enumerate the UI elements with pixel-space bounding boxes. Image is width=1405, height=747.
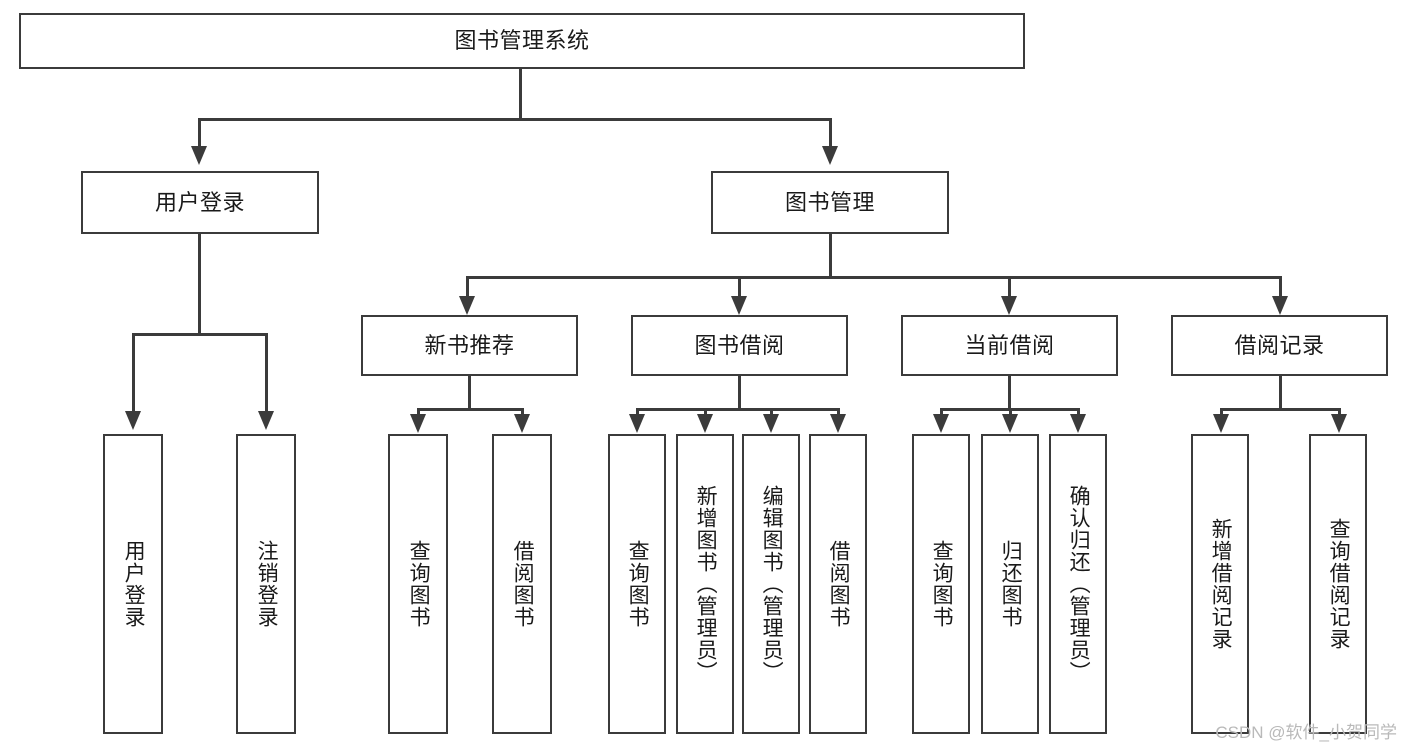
node-leaf-query-book-1-label: 查询图书 bbox=[407, 540, 431, 628]
node-leaf-add-book-label: 新增图书（管理员） bbox=[694, 485, 718, 683]
node-borrow-record-label: 借阅记录 bbox=[1234, 332, 1325, 358]
edge-borrow-trunk bbox=[738, 375, 741, 410]
arrow-user-login-to-leaf1 bbox=[125, 411, 141, 430]
node-root-label: 图书管理系统 bbox=[454, 28, 590, 54]
arrow-book-mgmt-to-current bbox=[1001, 296, 1017, 315]
node-leaf-logout[interactable]: 注销登录 bbox=[236, 434, 296, 734]
arrow-current-to-leaf3 bbox=[1070, 414, 1086, 433]
node-leaf-confirm-return-label: 确认归还（管理员） bbox=[1067, 485, 1091, 683]
edge-root-to-user-login bbox=[198, 118, 201, 146]
node-leaf-query-book-1[interactable]: 查询图书 bbox=[388, 434, 448, 734]
edge-book-mgmt-to-new-book bbox=[466, 276, 469, 298]
arrow-current-to-leaf2 bbox=[1002, 414, 1018, 433]
node-current-borrow-label: 当前借阅 bbox=[964, 332, 1055, 358]
node-leaf-confirm-return[interactable]: 确认归还（管理员） bbox=[1049, 434, 1107, 734]
node-leaf-query-book-3-label: 查询图书 bbox=[930, 540, 954, 628]
arrow-book-mgmt-to-new-book bbox=[459, 296, 475, 315]
arrow-book-mgmt-to-record bbox=[1272, 296, 1288, 315]
arrow-borrow-to-leaf3 bbox=[763, 414, 779, 433]
arrow-current-to-leaf1 bbox=[933, 414, 949, 433]
edge-book-mgmt-to-borrow bbox=[738, 276, 741, 298]
node-leaf-edit-book[interactable]: 编辑图书（管理员） bbox=[742, 434, 800, 734]
node-leaf-return-book-label: 归还图书 bbox=[999, 540, 1023, 628]
arrow-root-to-user-login bbox=[191, 146, 207, 165]
node-root[interactable]: 图书管理系统 bbox=[19, 13, 1025, 69]
edge-new-book-trunk bbox=[468, 375, 471, 410]
edge-current-to-leaf1 bbox=[940, 408, 943, 418]
edge-current-to-leaf2 bbox=[1009, 408, 1012, 418]
node-leaf-query-book-3[interactable]: 查询图书 bbox=[912, 434, 970, 734]
edge-book-mgmt-trunk bbox=[829, 233, 832, 278]
edge-root-to-book-mgmt bbox=[829, 118, 832, 146]
arrow-record-to-leaf2 bbox=[1331, 414, 1347, 433]
edge-current-to-leaf3 bbox=[1077, 408, 1080, 418]
node-leaf-borrow-book-2-label: 借阅图书 bbox=[827, 540, 851, 628]
node-leaf-return-book[interactable]: 归还图书 bbox=[981, 434, 1039, 734]
arrow-new-book-to-leaf1 bbox=[410, 414, 426, 433]
node-leaf-user-login[interactable]: 用户登录 bbox=[103, 434, 163, 734]
edge-borrow-bus bbox=[636, 408, 839, 411]
edge-record-to-leaf2 bbox=[1338, 408, 1341, 418]
arrow-user-login-to-leaf2 bbox=[258, 411, 274, 430]
edge-root-trunk bbox=[519, 68, 522, 120]
edge-borrow-to-leaf1 bbox=[636, 408, 639, 418]
node-leaf-query-record-label: 查询借阅记录 bbox=[1327, 518, 1351, 650]
node-new-book-rec-label: 新书推荐 bbox=[424, 332, 515, 358]
node-current-borrow[interactable]: 当前借阅 bbox=[901, 315, 1118, 376]
node-leaf-query-book-2-label: 查询图书 bbox=[626, 540, 650, 628]
arrow-book-mgmt-to-borrow bbox=[731, 296, 747, 315]
node-leaf-query-book-2[interactable]: 查询图书 bbox=[608, 434, 666, 734]
arrow-borrow-to-leaf4 bbox=[830, 414, 846, 433]
edge-user-login-to-leaf2 bbox=[265, 333, 268, 411]
node-leaf-user-login-label: 用户登录 bbox=[122, 540, 146, 628]
node-borrow-record[interactable]: 借阅记录 bbox=[1171, 315, 1388, 376]
edge-book-mgmt-to-current bbox=[1008, 276, 1011, 298]
node-book-borrow[interactable]: 图书借阅 bbox=[631, 315, 848, 376]
node-leaf-borrow-book-1[interactable]: 借阅图书 bbox=[492, 434, 552, 734]
edge-book-mgmt-bus bbox=[466, 276, 1282, 279]
node-leaf-add-record-label: 新增借阅记录 bbox=[1209, 518, 1233, 650]
arrow-record-to-leaf1 bbox=[1213, 414, 1229, 433]
edge-book-mgmt-to-record bbox=[1279, 276, 1282, 298]
arrow-borrow-to-leaf1 bbox=[629, 414, 645, 433]
edge-root-bus bbox=[198, 118, 832, 121]
edge-record-trunk bbox=[1279, 375, 1282, 410]
edge-user-login-trunk bbox=[198, 233, 201, 335]
arrow-root-to-book-mgmt bbox=[822, 146, 838, 165]
node-book-mgmt-label: 图书管理 bbox=[784, 189, 875, 215]
edge-borrow-to-leaf4 bbox=[837, 408, 840, 418]
node-leaf-add-book[interactable]: 新增图书（管理员） bbox=[676, 434, 734, 734]
arrow-borrow-to-leaf2 bbox=[697, 414, 713, 433]
edge-current-trunk bbox=[1008, 375, 1011, 410]
node-new-book-rec[interactable]: 新书推荐 bbox=[361, 315, 578, 376]
node-book-mgmt[interactable]: 图书管理 bbox=[711, 171, 949, 234]
edge-borrow-to-leaf2 bbox=[704, 408, 707, 418]
edge-new-book-to-leaf1 bbox=[417, 408, 420, 418]
edge-record-bus bbox=[1220, 408, 1340, 411]
arrow-new-book-to-leaf2 bbox=[514, 414, 530, 433]
node-leaf-add-record[interactable]: 新增借阅记录 bbox=[1191, 434, 1249, 734]
edge-new-book-bus bbox=[417, 408, 523, 411]
node-leaf-logout-label: 注销登录 bbox=[255, 540, 279, 628]
node-user-login[interactable]: 用户登录 bbox=[81, 171, 319, 234]
edge-borrow-to-leaf3 bbox=[770, 408, 773, 418]
node-leaf-query-record[interactable]: 查询借阅记录 bbox=[1309, 434, 1367, 734]
node-user-login-label: 用户登录 bbox=[154, 189, 245, 215]
csdn-watermark: CSDN @软件_小贺同学 bbox=[1215, 723, 1397, 742]
edge-new-book-to-leaf2 bbox=[521, 408, 524, 418]
node-leaf-borrow-book-2[interactable]: 借阅图书 bbox=[809, 434, 867, 734]
node-book-borrow-label: 图书借阅 bbox=[694, 332, 785, 358]
edge-user-login-to-leaf1 bbox=[132, 333, 135, 411]
node-leaf-edit-book-label: 编辑图书（管理员） bbox=[760, 485, 784, 683]
edge-record-to-leaf1 bbox=[1220, 408, 1223, 418]
edge-user-login-bus bbox=[132, 333, 267, 336]
node-leaf-borrow-book-1-label: 借阅图书 bbox=[511, 540, 535, 628]
